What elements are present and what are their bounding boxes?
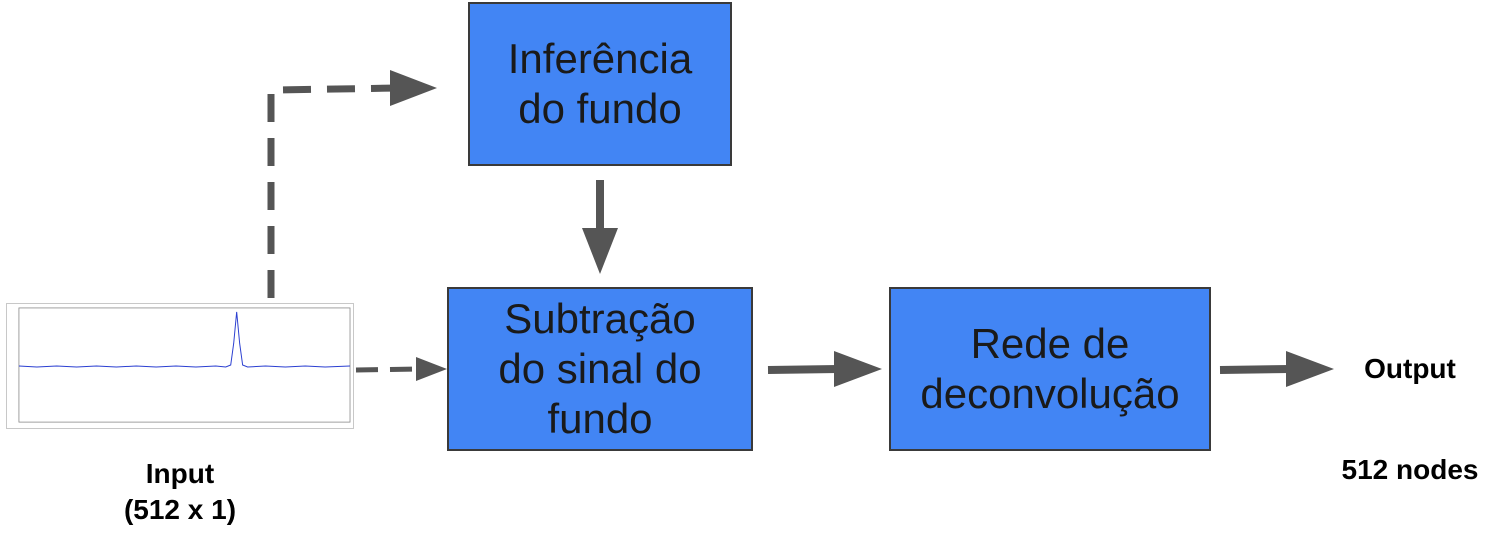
input-spectrum-thumbnail: [6, 303, 354, 429]
node-subtracao-line-3: fundo: [547, 395, 653, 442]
node-rede-line-1: Rede de: [970, 320, 1130, 367]
input-label: Input (512 x 1): [100, 456, 260, 528]
node-rede-de-deconvolucao: Rede de deconvolução: [889, 287, 1211, 451]
node-subtracao-line-1: Subtração: [504, 295, 696, 342]
input-label-line-2: (512 x 1): [123, 494, 237, 525]
output-nodes-label: 512 nodes: [1341, 454, 1479, 485]
output-label: Output: [1364, 353, 1456, 384]
node-rede-line-2: deconvolução: [920, 370, 1180, 417]
node-inferencia-line-1: Inferência: [507, 35, 693, 82]
input-spectrum-line: [18, 311, 351, 368]
arrowhead-subtracao-dashed: [416, 357, 447, 381]
node-subtracao-do-sinal: Subtração do sinal do fundo: [447, 287, 753, 451]
arrowhead-down: [582, 228, 618, 274]
node-inferencia-do-fundo: Inferência do fundo: [468, 2, 732, 166]
node-subtracao-line-2: do sinal do: [498, 345, 702, 392]
node-inferencia-line-2: do fundo: [518, 85, 682, 132]
edge-input-to-subtracao: [355, 366, 421, 373]
edge-input-to-inferencia: [267, 84, 401, 298]
arrowhead-inferencia: [390, 70, 437, 106]
edge-subtracao-to-rede: [767, 365, 839, 374]
arrowhead-output: [1286, 351, 1334, 387]
arrowhead-rede: [834, 351, 882, 387]
input-spectrum-plot: [18, 307, 351, 423]
edge-rede-to-output: [1219, 365, 1291, 374]
input-label-line-1: Input: [145, 458, 215, 489]
